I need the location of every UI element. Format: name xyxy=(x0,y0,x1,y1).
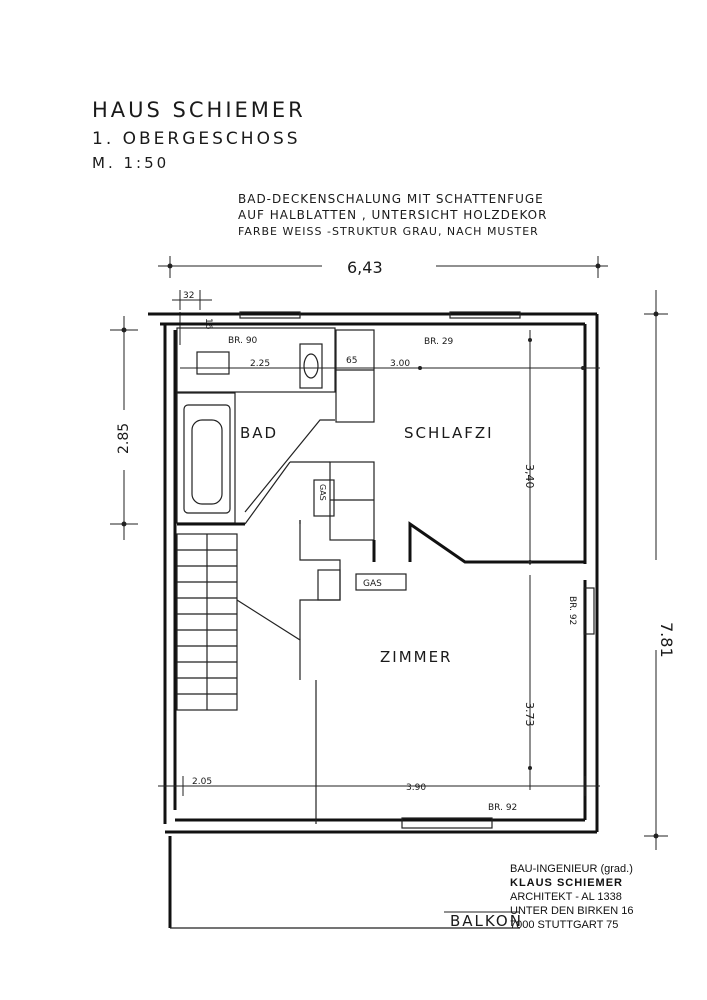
dimension-detail: 32 16 xyxy=(172,290,213,345)
dimension-room-width: 2.05 3.90 xyxy=(158,776,600,796)
dimension-total-depth: 7.81 xyxy=(644,290,676,850)
balcony: BALKON xyxy=(168,836,523,930)
dim-total-width-label: 6,43 xyxy=(347,258,383,277)
room-label-balcony: BALKON xyxy=(450,912,523,930)
stamp-line-2: KLAUS SCHIEMER xyxy=(510,877,623,889)
stamp-line-4: UNTER DEN BIRKEN 16 xyxy=(510,905,633,917)
interior-walls xyxy=(176,327,585,824)
dim-bath-width-label: 2.25 xyxy=(250,359,270,369)
note-line-2: AUF HALBLATTEN , UNTERSICHT HOLZDEKOR xyxy=(238,208,547,222)
staircase xyxy=(176,533,301,711)
opening-bottom-label: BR. 92 xyxy=(488,803,517,813)
dimension-bedroom-depth: 3,40 xyxy=(523,330,536,565)
opening-side-label: BR. 92 xyxy=(567,596,577,625)
dim-bedroom-width-label: 3.00 xyxy=(390,359,410,369)
architect-stamp: BAU-INGENIEUR (grad.) KLAUS SCHIEMER ARC… xyxy=(510,863,633,931)
dimension-room-depth: 3.73 xyxy=(523,575,536,790)
dimension-bedroom-width: 65 3.00 xyxy=(336,356,600,370)
stamp-line-1: BAU-INGENIEUR (grad.) xyxy=(510,863,633,875)
dimension-bath-depth: 2.85 xyxy=(110,316,138,540)
floor-label: 1. OBERGESCHOSS xyxy=(92,129,301,149)
stamp-line-5: 7000 STUTTGART 75 xyxy=(510,919,618,931)
gas-label-2: GAS xyxy=(363,579,382,589)
dim-bath-depth-label: 2.85 xyxy=(116,423,132,454)
plan-title: HAUS SCHIEMER xyxy=(92,98,306,122)
dim-niche-label: 65 xyxy=(346,356,357,366)
dim-total-depth-label: 7.81 xyxy=(657,622,676,658)
opening-bath-label: BR. 90 xyxy=(228,336,258,346)
scale-label: M. 1:50 xyxy=(92,154,169,172)
window-openings xyxy=(239,311,595,829)
dimension-bath-width: 2.25 xyxy=(180,359,336,369)
dim-room-depth-label: 3.73 xyxy=(523,702,536,727)
room-label-bath: BAD xyxy=(240,424,278,442)
stamp-line-3: ARCHITEKT - AL 1338 xyxy=(510,891,622,903)
note-line-1: BAD-DECKENSCHALUNG MIT SCHATTENFUGE xyxy=(238,192,544,206)
dimension-total-width: 6,43 xyxy=(158,256,608,278)
dim-stair-width-label: 2.05 xyxy=(192,777,212,787)
outer-walls xyxy=(148,312,599,834)
opening-bedroom-label: BR. 29 xyxy=(424,337,454,347)
dim-bedroom-depth-label: 3,40 xyxy=(523,464,536,489)
gas-label-1: GAS xyxy=(318,484,327,501)
dim-detail-a: 32 xyxy=(183,291,194,301)
dim-room-width-label: 3.90 xyxy=(406,783,426,793)
note-line-3: FARBE WEISS -STRUKTUR GRAU, NACH MUSTER xyxy=(238,225,539,238)
room-label-zimmer: ZIMMER xyxy=(380,648,452,666)
room-label-bedroom: SCHLAFZI xyxy=(404,424,494,442)
